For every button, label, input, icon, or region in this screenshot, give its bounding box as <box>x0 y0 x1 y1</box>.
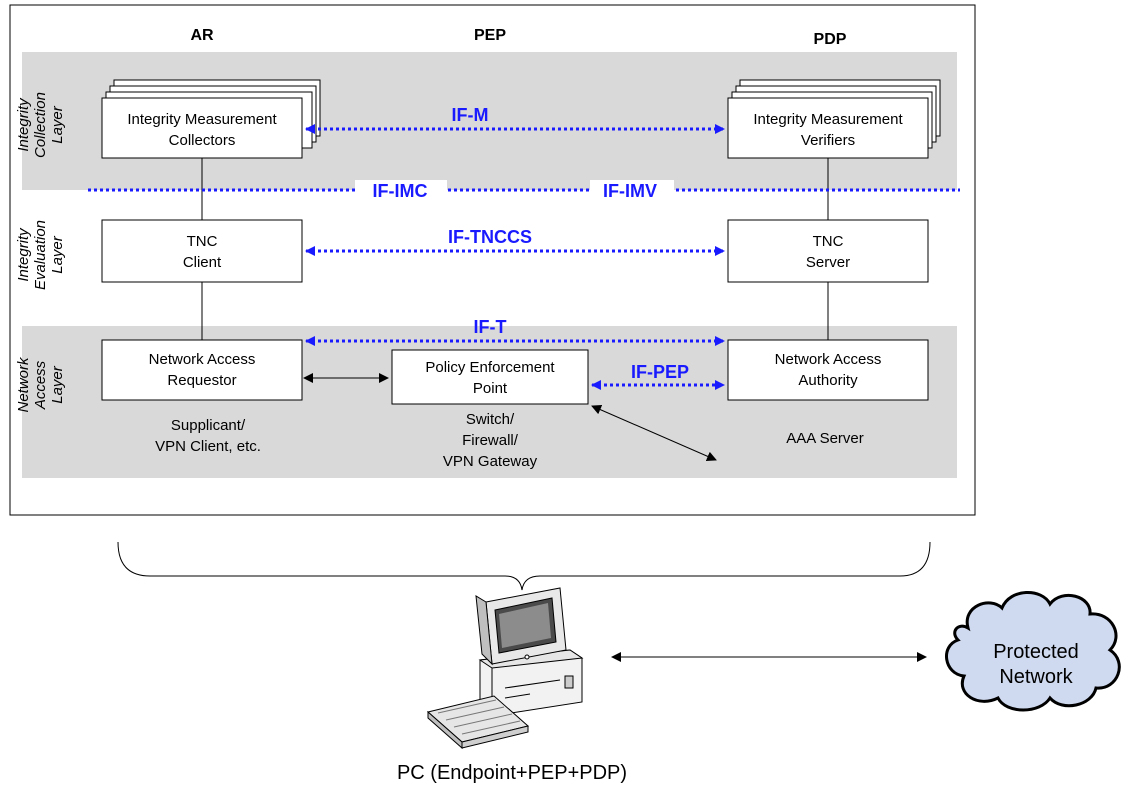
naa-box: Network Access Authority <box>727 339 929 401</box>
svg-text:Requestor: Requestor <box>167 372 236 389</box>
svg-text:Layer: Layer <box>49 365 66 404</box>
cloud-label-line2: Network <box>999 666 1073 688</box>
column-header-pdp: PDP <box>814 31 847 48</box>
pep-note: Switch/ Firewall/ VPN Gateway <box>443 411 538 470</box>
ar-note: Supplicant/ VPN Client, etc. <box>155 417 261 455</box>
if-imv-label: IF-IMV <box>603 181 657 201</box>
svg-text:Supplicant/: Supplicant/ <box>171 417 246 434</box>
brace <box>117 541 931 591</box>
svg-text:Collectors: Collectors <box>169 132 236 149</box>
svg-text:Network: Network <box>15 356 32 413</box>
svg-text:Firewall/: Firewall/ <box>462 432 519 449</box>
imc-box: Integrity Measurement Collectors <box>101 79 321 159</box>
if-tnccs-label: IF-TNCCS <box>448 227 532 247</box>
svg-text:Evaluation: Evaluation <box>32 220 49 290</box>
svg-text:Integrity: Integrity <box>15 97 32 152</box>
svg-text:Point: Point <box>473 380 508 397</box>
svg-text:Layer: Layer <box>49 105 66 144</box>
svg-text:Network Access: Network Access <box>149 351 256 368</box>
layer-label-collection: Integrity Collection Layer <box>15 92 66 158</box>
svg-text:Server: Server <box>806 254 850 271</box>
pc-caption: PC (Endpoint+PEP+PDP) <box>397 762 627 784</box>
svg-text:VPN Gateway: VPN Gateway <box>443 453 538 470</box>
svg-text:Integrity: Integrity <box>15 227 32 282</box>
svg-text:TNC: TNC <box>813 233 844 250</box>
svg-text:Switch/: Switch/ <box>466 411 515 428</box>
svg-text:Integrity Measurement: Integrity Measurement <box>753 111 903 128</box>
if-pep-label: IF-PEP <box>631 362 689 382</box>
svg-text:Network Access: Network Access <box>775 351 882 368</box>
svg-text:Verifiers: Verifiers <box>801 132 855 149</box>
svg-text:Layer: Layer <box>49 235 66 274</box>
svg-text:TNC: TNC <box>187 233 218 250</box>
computer-icon <box>475 587 584 717</box>
svg-text:Client: Client <box>183 254 222 271</box>
layer-label-network: Network Access Layer <box>15 356 66 413</box>
column-header-ar: AR <box>190 27 214 44</box>
svg-text:Authority: Authority <box>798 372 858 389</box>
nar-box: Network Access Requestor <box>101 339 303 401</box>
pdp-note: AAA Server <box>786 430 864 447</box>
keyboard-icon <box>426 695 530 750</box>
if-t-label: IF-T <box>474 317 507 337</box>
tnc-client-box: TNC Client <box>101 219 303 283</box>
if-m-label: IF-M <box>452 105 489 125</box>
svg-text:Access: Access <box>32 360 49 410</box>
svg-text:Policy Enforcement: Policy Enforcement <box>425 359 555 376</box>
cloud-icon: Protected Network <box>945 591 1121 712</box>
pep-box: Policy Enforcement Point <box>391 349 589 405</box>
svg-text:Integrity Measurement: Integrity Measurement <box>127 111 277 128</box>
column-header-pep: PEP <box>474 27 506 44</box>
svg-text:VPN Client, etc.: VPN Client, etc. <box>155 438 261 455</box>
cloud-label-line1: Protected <box>993 641 1079 663</box>
pep-diagonal-arrow <box>591 405 717 461</box>
svg-text:Collection: Collection <box>32 92 49 158</box>
tnc-server-box: TNC Server <box>727 219 929 283</box>
imv-box: Integrity Measurement Verifiers <box>727 79 941 159</box>
if-imc-label: IF-IMC <box>373 181 428 201</box>
layer-label-evaluation: Integrity Evaluation Layer <box>15 220 66 290</box>
